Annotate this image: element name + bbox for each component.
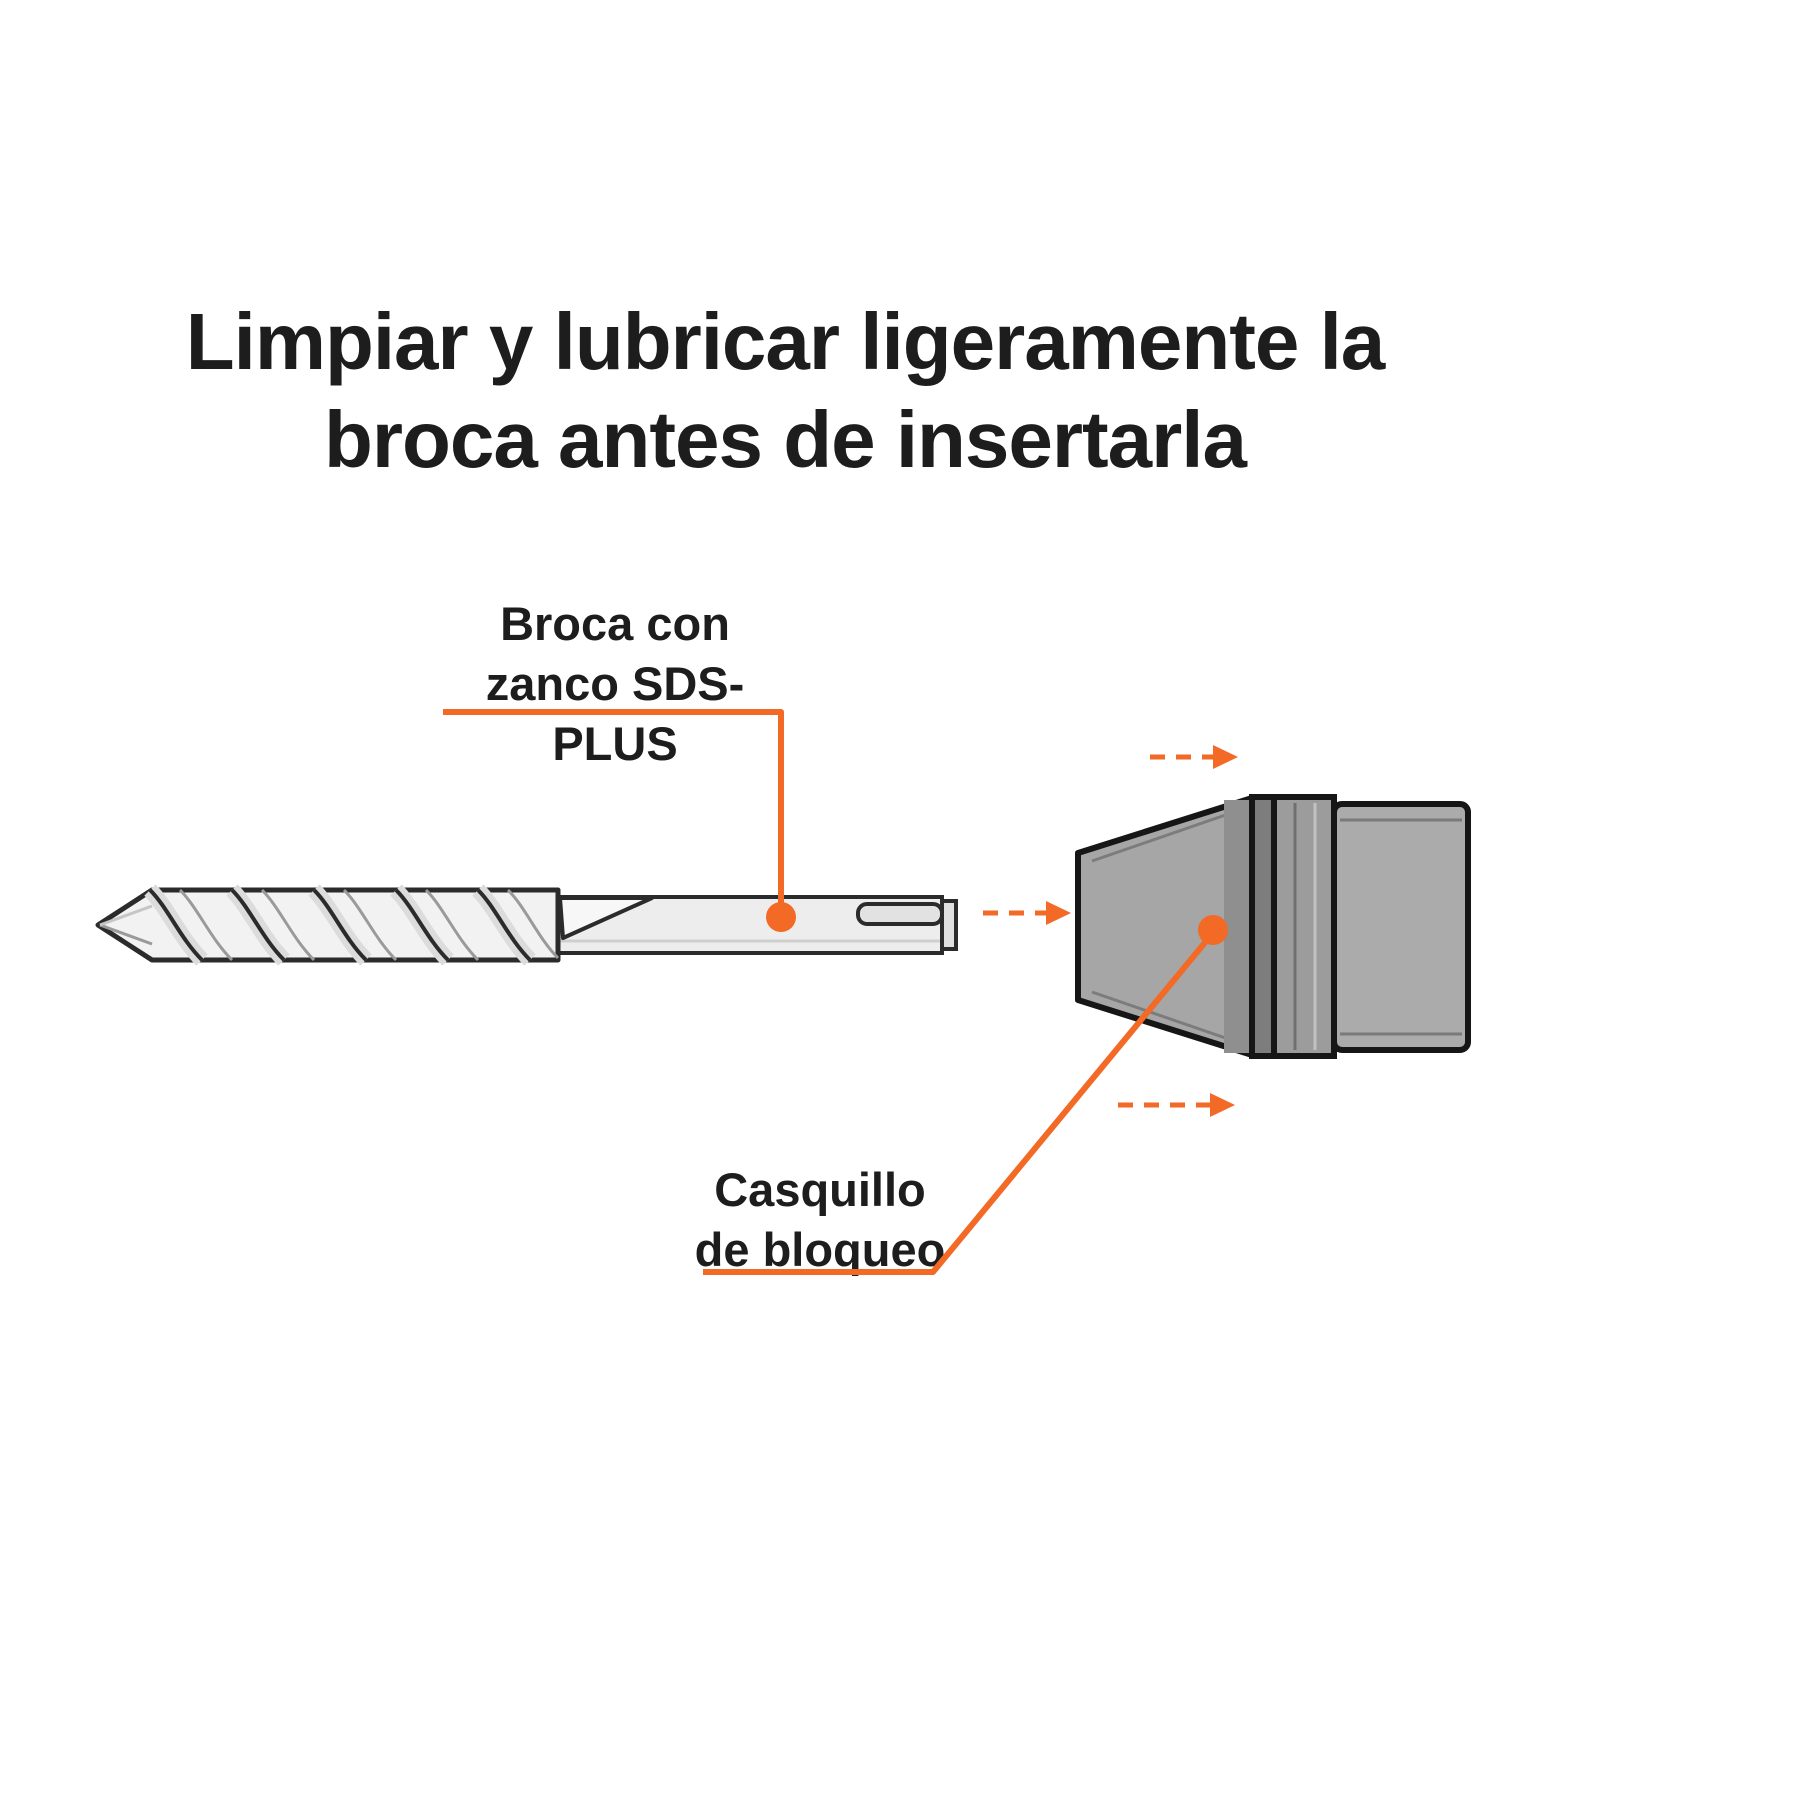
flute-back-edges (178, 888, 560, 962)
page-title: Limpiar y lubricar ligeramente la broca … (0, 293, 1570, 489)
direction-arrow-top-icon (1150, 745, 1238, 769)
chuck-lock-ring (1249, 794, 1277, 1059)
flute-runout (558, 896, 654, 940)
bit-callout-leader (443, 709, 796, 932)
bit-callout-line-1: Broca con (500, 597, 730, 650)
drill-bit-illustration (95, 884, 958, 966)
direction-arrow-bottom-icon (1118, 1093, 1235, 1117)
sleeve-callout-line-1: Casquillo (714, 1163, 926, 1216)
sleeve-callout-line-2: de bloqueo (694, 1223, 946, 1276)
sleeve-callout-label: Casquillo de bloqueo (690, 1160, 950, 1280)
sleeve-callout-dot (1198, 915, 1228, 945)
title-line-1: Limpiar y lubricar ligeramente la (185, 297, 1386, 386)
bit-callout-line-2: zanco SDS-PLUS (485, 657, 745, 770)
direction-arrow-middle-icon (983, 901, 1071, 925)
bit-shank-end (940, 899, 958, 951)
chuck-illustration (1075, 794, 1471, 1059)
flute-edges (148, 888, 532, 962)
bit-callout-label: Broca con zanco SDS-PLUS (430, 594, 800, 774)
sleeve-callout-leader (703, 915, 1228, 1275)
title-line-2: broca antes de insertarla (323, 395, 1247, 484)
insert-direction-arrows (983, 745, 1238, 1117)
sds-slot (856, 902, 944, 926)
chuck-collar (1271, 794, 1337, 1059)
bit-callout-dot (766, 902, 796, 932)
chuck-body (1331, 801, 1471, 1053)
